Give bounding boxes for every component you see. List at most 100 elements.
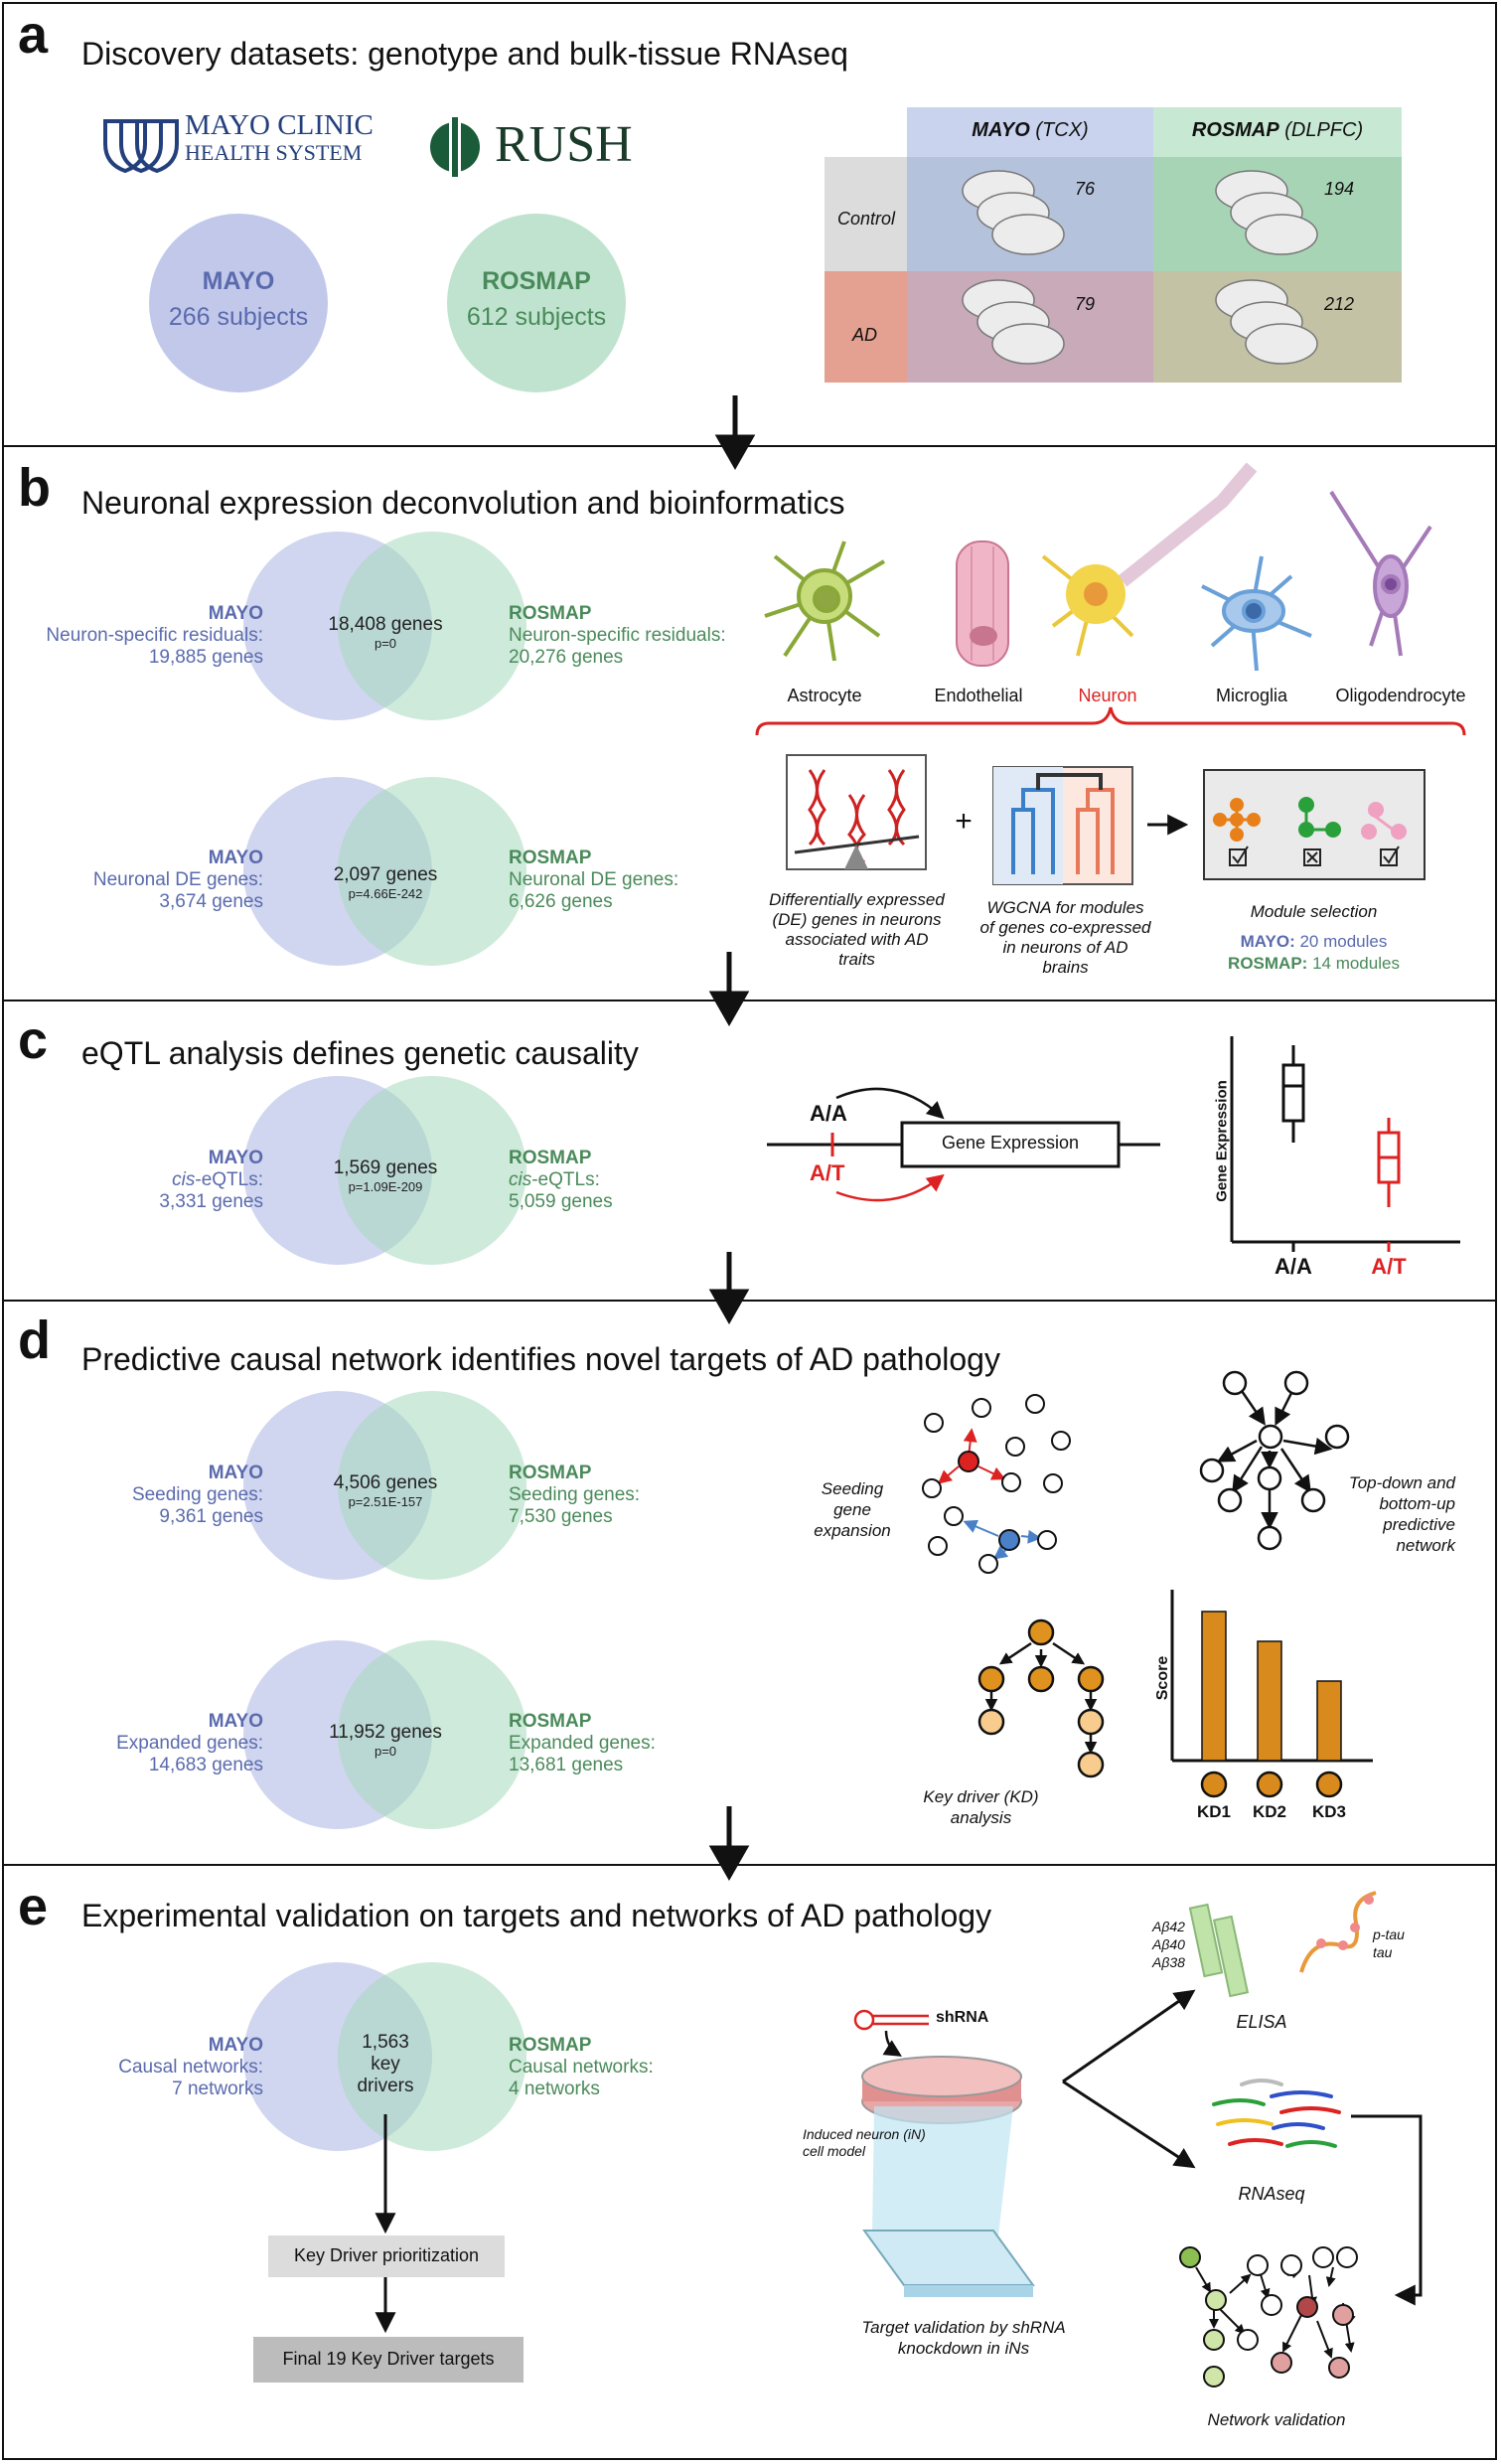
rnaseq-label: RNAseq [1238, 2184, 1305, 2204]
final-keydriver-targets-box: Final 19 Key Driver targets [282, 2349, 495, 2369]
kd-node-2 [1256, 1771, 1283, 1798]
table-col2-region: (DLPFC) [1284, 119, 1364, 141]
tau-icon [1299, 1891, 1377, 1973]
kd-bar-2 [1257, 1640, 1282, 1762]
microglia-icon [1201, 555, 1312, 672]
venn-d2-center-count: 11,952 genes [329, 1722, 442, 1743]
venn-b2-right-count: 6,626 genes [509, 891, 613, 912]
venn-e-left-count: 7 networks [172, 2079, 263, 2099]
venn-e-left-desc: Causal networks: [118, 2057, 263, 2078]
mayo-circle-text: MAYO 266 subjects [149, 263, 328, 335]
seeding-expansion-network [922, 1394, 1071, 1574]
module-selection-icon [1203, 769, 1426, 880]
mayo-logo-line2: HEALTH SYSTEM [185, 140, 363, 165]
venn-d2-right-name: ROSMAP [509, 1711, 592, 1732]
venn-c [243, 1076, 526, 1265]
table-col2-header: ROSMAP (DLPFC) [1153, 119, 1402, 142]
venn-c-left-cis: cis [172, 1169, 196, 1190]
mayo-subjects-circle [149, 214, 328, 392]
neuron-icon [1041, 462, 1258, 657]
venn-b2-center-count: 2,097 genes [333, 864, 438, 885]
venn-d2-left-name: MAYO [208, 1711, 263, 1732]
table-cell-rosmap-control: 194 [1324, 179, 1355, 199]
abeta42-label: Aβ42 [1152, 1919, 1185, 1934]
venn-b1-left: MAYO Neuron-specific residuals: 19,885 g… [40, 603, 263, 669]
mayo-modules-count: 20 modules [1299, 932, 1388, 951]
mayo-logo-line1: MAYO CLINIC [185, 109, 374, 141]
venn-b1-left-count: 19,885 genes [148, 647, 263, 668]
venn-d2 [243, 1640, 526, 1829]
venn-c-right: ROSMAP cis-eQTLs: 5,059 genes [509, 1148, 747, 1213]
venn-b1 [243, 532, 526, 720]
light-cone [872, 2106, 1013, 2235]
venn-e-center: 1,563 key drivers [316, 2032, 455, 2097]
rosmap-circle-name: ROSMAP [482, 267, 591, 295]
venn-e-center-count: 1,563 [362, 2032, 409, 2053]
table-cell-mayo-control: 76 [1075, 179, 1096, 199]
venn-c-left-name: MAYO [208, 1148, 263, 1168]
venn-e-left-name: MAYO [208, 2035, 263, 2056]
table-col1-region: (TCX) [1035, 119, 1089, 141]
venn-c-right-cis: cis [509, 1169, 532, 1190]
venn-b2-left: MAYO Neuronal DE genes: 3,674 genes [40, 847, 263, 913]
kd-label-3: KD3 [1311, 1802, 1346, 1821]
kd-score-label: Score [1154, 1655, 1171, 1701]
venn-d1-left-count: 9,361 genes [159, 1506, 263, 1527]
kd-bar-1 [1201, 1611, 1227, 1762]
venn-d1 [243, 1391, 526, 1580]
astrocyte-icon [764, 540, 886, 662]
venn-d1-left: MAYO Seeding genes: 9,361 genes [40, 1463, 263, 1528]
rush-logo-mark [430, 117, 480, 177]
kd-score-chart [1170, 1590, 1373, 1798]
ptau-labels: p-tau tau [1373, 1925, 1405, 1961]
table-row-ad: AD [852, 325, 878, 345]
table-col2-name: ROSMAP [1191, 119, 1279, 141]
venn-d2-center: 11,952 genes p=0 [316, 1722, 455, 1760]
venn-c-left: MAYO cis-eQTLs: 3,331 genes [40, 1148, 263, 1213]
plus-sign: + [955, 805, 973, 838]
venn-e-center-key: key [371, 2054, 400, 2075]
gene-expression-box-label: Gene Expression [941, 1133, 1080, 1153]
table-cell-rosmap-ad: 212 [1324, 294, 1355, 314]
in-model-label: Induced neuron (iN) cell model [803, 2126, 926, 2159]
validation-network [1179, 2246, 1358, 2387]
venn-c-center-count: 1,569 genes [333, 1157, 438, 1178]
venn-b2-left-desc: Neuronal DE genes: [92, 869, 263, 890]
venn-b1-right-count: 20,276 genes [509, 647, 624, 668]
venn-e [243, 1962, 526, 2151]
kd-label-1: KD1 [1196, 1802, 1231, 1821]
oligodendrocyte-label: Oligodendrocyte [1335, 686, 1466, 705]
venn-d1-right: ROSMAP Seeding genes: 7,530 genes [509, 1463, 747, 1528]
kd-label-2: KD2 [1252, 1802, 1286, 1821]
venn-b2-center: 2,097 genes p=4.66E-242 [316, 864, 455, 902]
rosmap-subjects-circle [447, 214, 626, 392]
elisa-branch-arrows [1062, 1989, 1423, 2306]
venn-d2-right-desc: Expanded genes: [509, 1733, 656, 1754]
eqtl-boxplot [1230, 1036, 1460, 1252]
seeding-expansion-caption: Seeding gene expansion [814, 1479, 891, 1540]
allele-at-label: A/T [810, 1160, 845, 1185]
ptau-label: p-tau [1373, 1926, 1405, 1942]
panel-b-letter: b [18, 458, 51, 518]
venn-d2-pvalue: p=0 [374, 1744, 397, 1759]
rush-logo-text: RUSH [495, 116, 633, 173]
panel-arrows [708, 395, 756, 1882]
venn-c-right-desc: -eQTLs: [531, 1169, 600, 1190]
venn-b1-center-count: 18,408 genes [328, 614, 443, 635]
kd-bar-3 [1316, 1680, 1342, 1762]
neuron-label: Neuron [1078, 686, 1137, 705]
kd-node-1 [1200, 1771, 1228, 1798]
de-genes-icon [786, 754, 927, 870]
boxplot-x1-label: A/A [1275, 1254, 1312, 1279]
mayo-logo-text: MAYO CLINIC HEALTH SYSTEM [185, 109, 374, 165]
well-plate-icon [862, 2230, 1035, 2297]
venn-b2-left-name: MAYO [208, 847, 263, 868]
kd-node-3 [1315, 1771, 1343, 1798]
panel-e [2, 1864, 1497, 2460]
venn-c-center: 1,569 genes p=1.09E-209 [316, 1157, 455, 1195]
abeta-labels: Aβ42 Aβ40 Aβ38 [1152, 1918, 1185, 1971]
venn-d1-right-name: ROSMAP [509, 1463, 592, 1483]
panel-d-title: Predictive causal network identifies nov… [81, 1341, 1000, 1377]
venn-b1-center: 18,408 genes p=0 [316, 614, 455, 652]
kd-analysis-caption: Key driver (KD) analysis [923, 1787, 1039, 1827]
